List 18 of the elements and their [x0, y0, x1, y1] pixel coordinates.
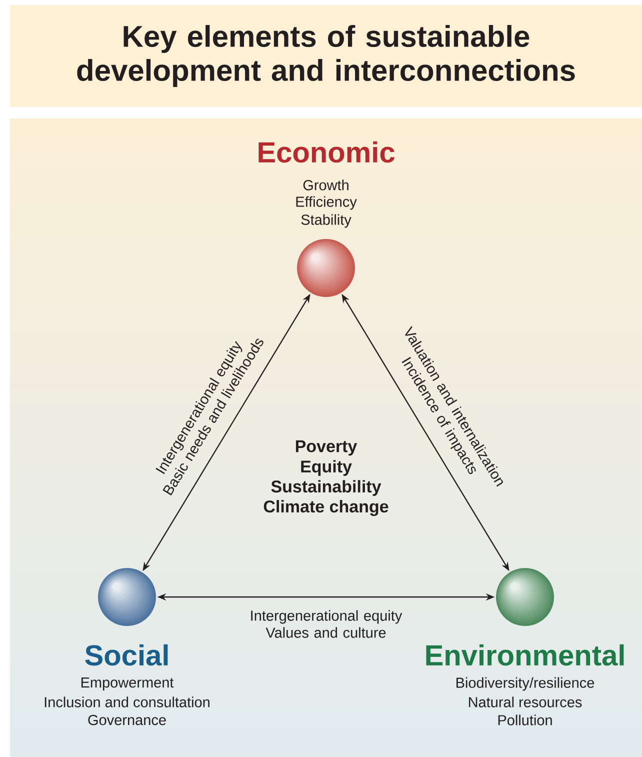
theme-label: Climate change: [264, 500, 388, 516]
category-heading: Environmental: [426, 644, 624, 666]
category-item: Governance: [88, 714, 166, 726]
category-item: Empowerment: [81, 678, 174, 690]
theme-label: Sustainability: [271, 480, 382, 496]
category-item: Biodiversity/resilience: [456, 677, 594, 691]
category-item: Stability: [301, 214, 352, 228]
theme-label: Poverty: [296, 440, 358, 456]
category-heading: Social: [85, 644, 168, 666]
category-heading: Economic: [258, 141, 394, 163]
diagram-title: Key elements of sustainable development and interconnections: [77, 25, 575, 87]
category-item: Pollution: [498, 714, 552, 726]
category-item: Inclusion and consultation: [44, 696, 210, 708]
category-item: Efficiency: [296, 196, 357, 210]
category-item: Natural resources: [468, 696, 582, 708]
category-item: Growth: [303, 180, 348, 190]
edge-label: Intergenerational equity Values and culture: [251, 610, 402, 638]
theme-label: Equity: [301, 460, 352, 476]
